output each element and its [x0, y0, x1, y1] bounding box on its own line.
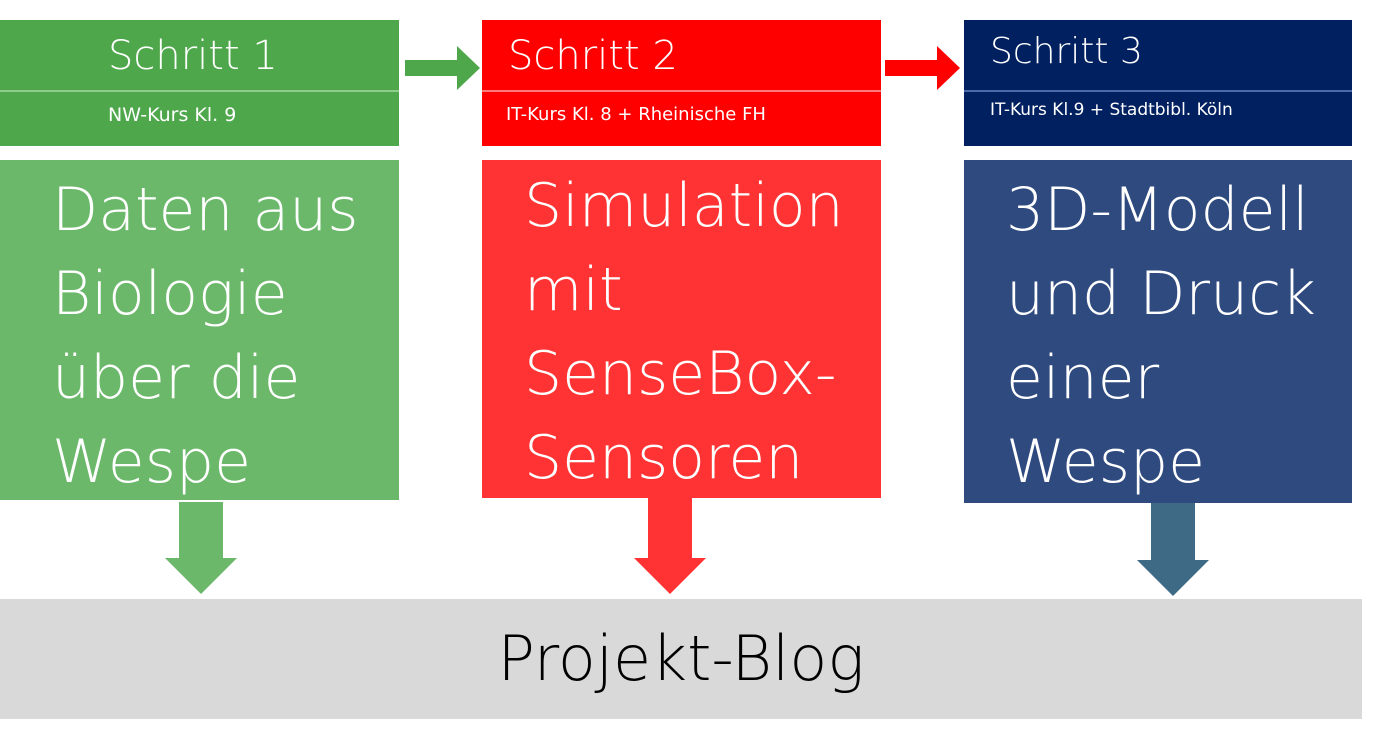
step-3-divider [964, 90, 1352, 92]
step-1-body-text: Daten aus Biologie über die Wespe [52, 175, 359, 497]
arrow-down-icon [1137, 503, 1209, 596]
project-blog-bar: Projekt-Blog [0, 599, 1362, 719]
project-blog-label: Projekt-Blog [497, 622, 865, 695]
step-1-title: Schritt 1 [108, 33, 278, 79]
arrow-down-icon [165, 502, 237, 594]
step-2-title: Schritt 2 [508, 33, 678, 79]
arrow-down-icon [634, 498, 706, 594]
step-1-subtitle: NW-Kurs Kl. 9 [108, 104, 237, 126]
step-2-body: Simulation mit SenseBox- Sensoren [482, 160, 881, 498]
step-2-divider [482, 90, 881, 92]
step-2-body-text: Simulation mit SenseBox- Sensoren [524, 171, 844, 493]
step-1-header: Schritt 1 NW-Kurs Kl. 9 [0, 20, 399, 146]
step-3-title: Schritt 3 [990, 31, 1143, 72]
arrow-right-icon [405, 46, 480, 90]
step-3-body: 3D-Modell und Druck einer Wespe [964, 160, 1352, 503]
arrow-right-icon [885, 46, 960, 90]
step-3-body-text: 3D-Modell und Druck einer Wespe [1006, 175, 1316, 497]
step-2-header: Schritt 2 IT-Kurs Kl. 8 + Rheinische FH [482, 20, 881, 146]
step-1-body: Daten aus Biologie über die Wespe [0, 160, 399, 500]
step-3-header: Schritt 3 IT-Kurs Kl.9 + Stadtbibl. Köln [964, 20, 1352, 146]
step-2-subtitle: IT-Kurs Kl. 8 + Rheinische FH [506, 104, 766, 125]
step-1-divider [0, 90, 399, 92]
step-3-subtitle: IT-Kurs Kl.9 + Stadtbibl. Köln [990, 100, 1233, 120]
